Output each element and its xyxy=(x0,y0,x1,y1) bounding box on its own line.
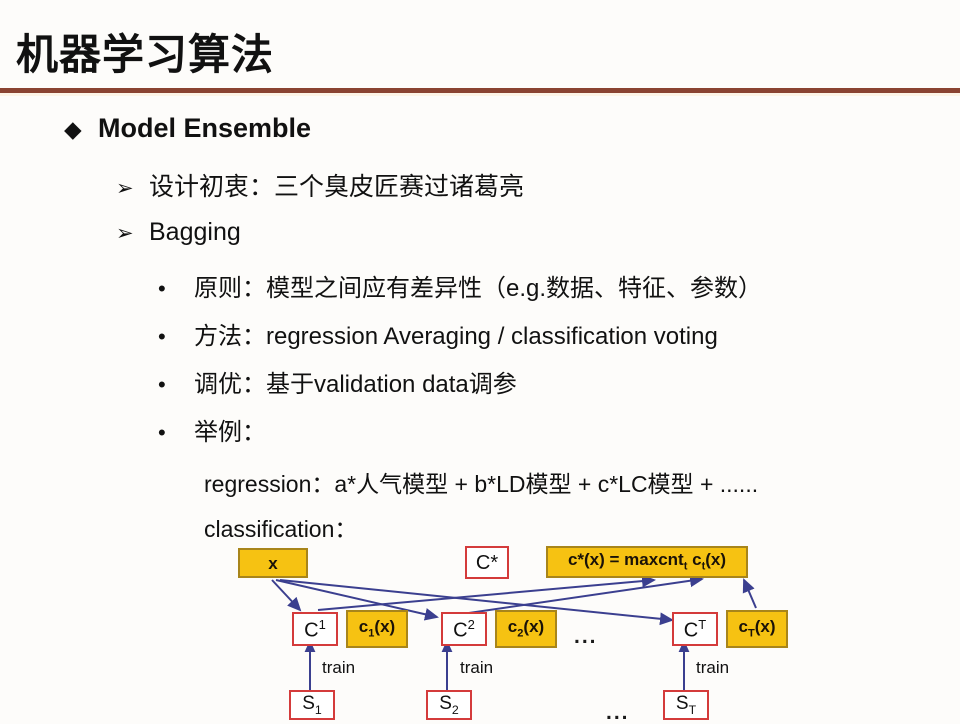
diamond-bullet-icon: ◆ xyxy=(64,116,82,142)
example-regression-line: regression：a*人气模型 + b*LD模型 + c*LC模型 + ..… xyxy=(204,471,759,497)
diagram-edge-label-train-1: train xyxy=(322,658,356,677)
diagram-edge-label-train-3: train xyxy=(696,658,730,677)
diagram-ellipsis-middle: ... xyxy=(574,625,598,648)
bullet-level3-label: 举例： xyxy=(194,419,266,446)
diagram-node-classifier-2: C2 xyxy=(441,612,487,646)
bullet-level3-tuning: • 调优：基于validation data调参 xyxy=(158,364,517,399)
dot-bullet-icon: • xyxy=(158,276,166,301)
diagram-node-classifier-1: C1 xyxy=(292,612,338,646)
bullet-level3-example: • 举例： xyxy=(158,412,266,447)
diagram-node-classifier-t: CT xyxy=(672,612,718,646)
bullet-level2-bagging: ➢ Bagging xyxy=(116,218,241,247)
bullet-level1-model-ensemble: ◆ Model Ensemble xyxy=(64,113,311,144)
bullet-level3-principle: • 原则：模型之间应有差异性（e.g.数据、特征、参数） xyxy=(158,268,762,303)
diagram-node-formula: c*(x) = maxcntt ct(x) xyxy=(546,546,748,578)
bullet-level3-label: 方法：regression Averaging / classification… xyxy=(194,323,718,350)
bullet-level2-label: 设计初衷：三个臭皮匠赛过诸葛亮 xyxy=(149,173,525,201)
title-divider-highlight xyxy=(0,93,960,96)
dot-bullet-icon: • xyxy=(158,324,166,349)
diagram-node-output-1: c1(x) xyxy=(346,610,408,648)
title-divider xyxy=(0,88,960,93)
diagram-node-input-x: x xyxy=(238,548,308,578)
arrow-bullet-icon: ➢ xyxy=(116,221,134,245)
diagram-edge-label-train-2: train xyxy=(460,658,494,677)
diagram-ellipsis-bottom: ... xyxy=(606,701,630,724)
bullet-level3-label: 原则：模型之间应有差异性（e.g.数据、特征、参数） xyxy=(194,275,763,302)
example-classification-line: classification： xyxy=(204,516,358,542)
diagram-arrows xyxy=(271,574,757,690)
bagging-classification-diagram: x C* c*(x) = maxcntt ct(x) C1 c1(x) C2 c… xyxy=(232,542,792,723)
diagram-node-output-t: cT(x) xyxy=(726,610,788,648)
bullet-level3-label: 调优：基于validation data调参 xyxy=(194,371,517,398)
bullet-level3-method: • 方法：regression Averaging / classificatio… xyxy=(158,316,718,351)
bullet-level2-label: Bagging xyxy=(149,218,241,246)
diagram-node-sample-2: S2 xyxy=(426,690,472,720)
diagram-node-sample-t: ST xyxy=(663,690,709,720)
page-title: 机器学习算法 xyxy=(16,31,275,78)
arrow-bullet-icon: ➢ xyxy=(116,176,134,200)
dot-bullet-icon: • xyxy=(158,372,166,397)
diagram-node-output-2: c2(x) xyxy=(495,610,557,648)
diagram-node-c-star: C* xyxy=(465,546,509,579)
bullet-level2-design-intent: ➢ 设计初衷：三个臭皮匠赛过诸葛亮 xyxy=(116,167,524,203)
dot-bullet-icon: • xyxy=(158,420,166,445)
bullet-level1-label: Model Ensemble xyxy=(98,113,312,143)
diagram-node-sample-1: S1 xyxy=(289,690,335,720)
